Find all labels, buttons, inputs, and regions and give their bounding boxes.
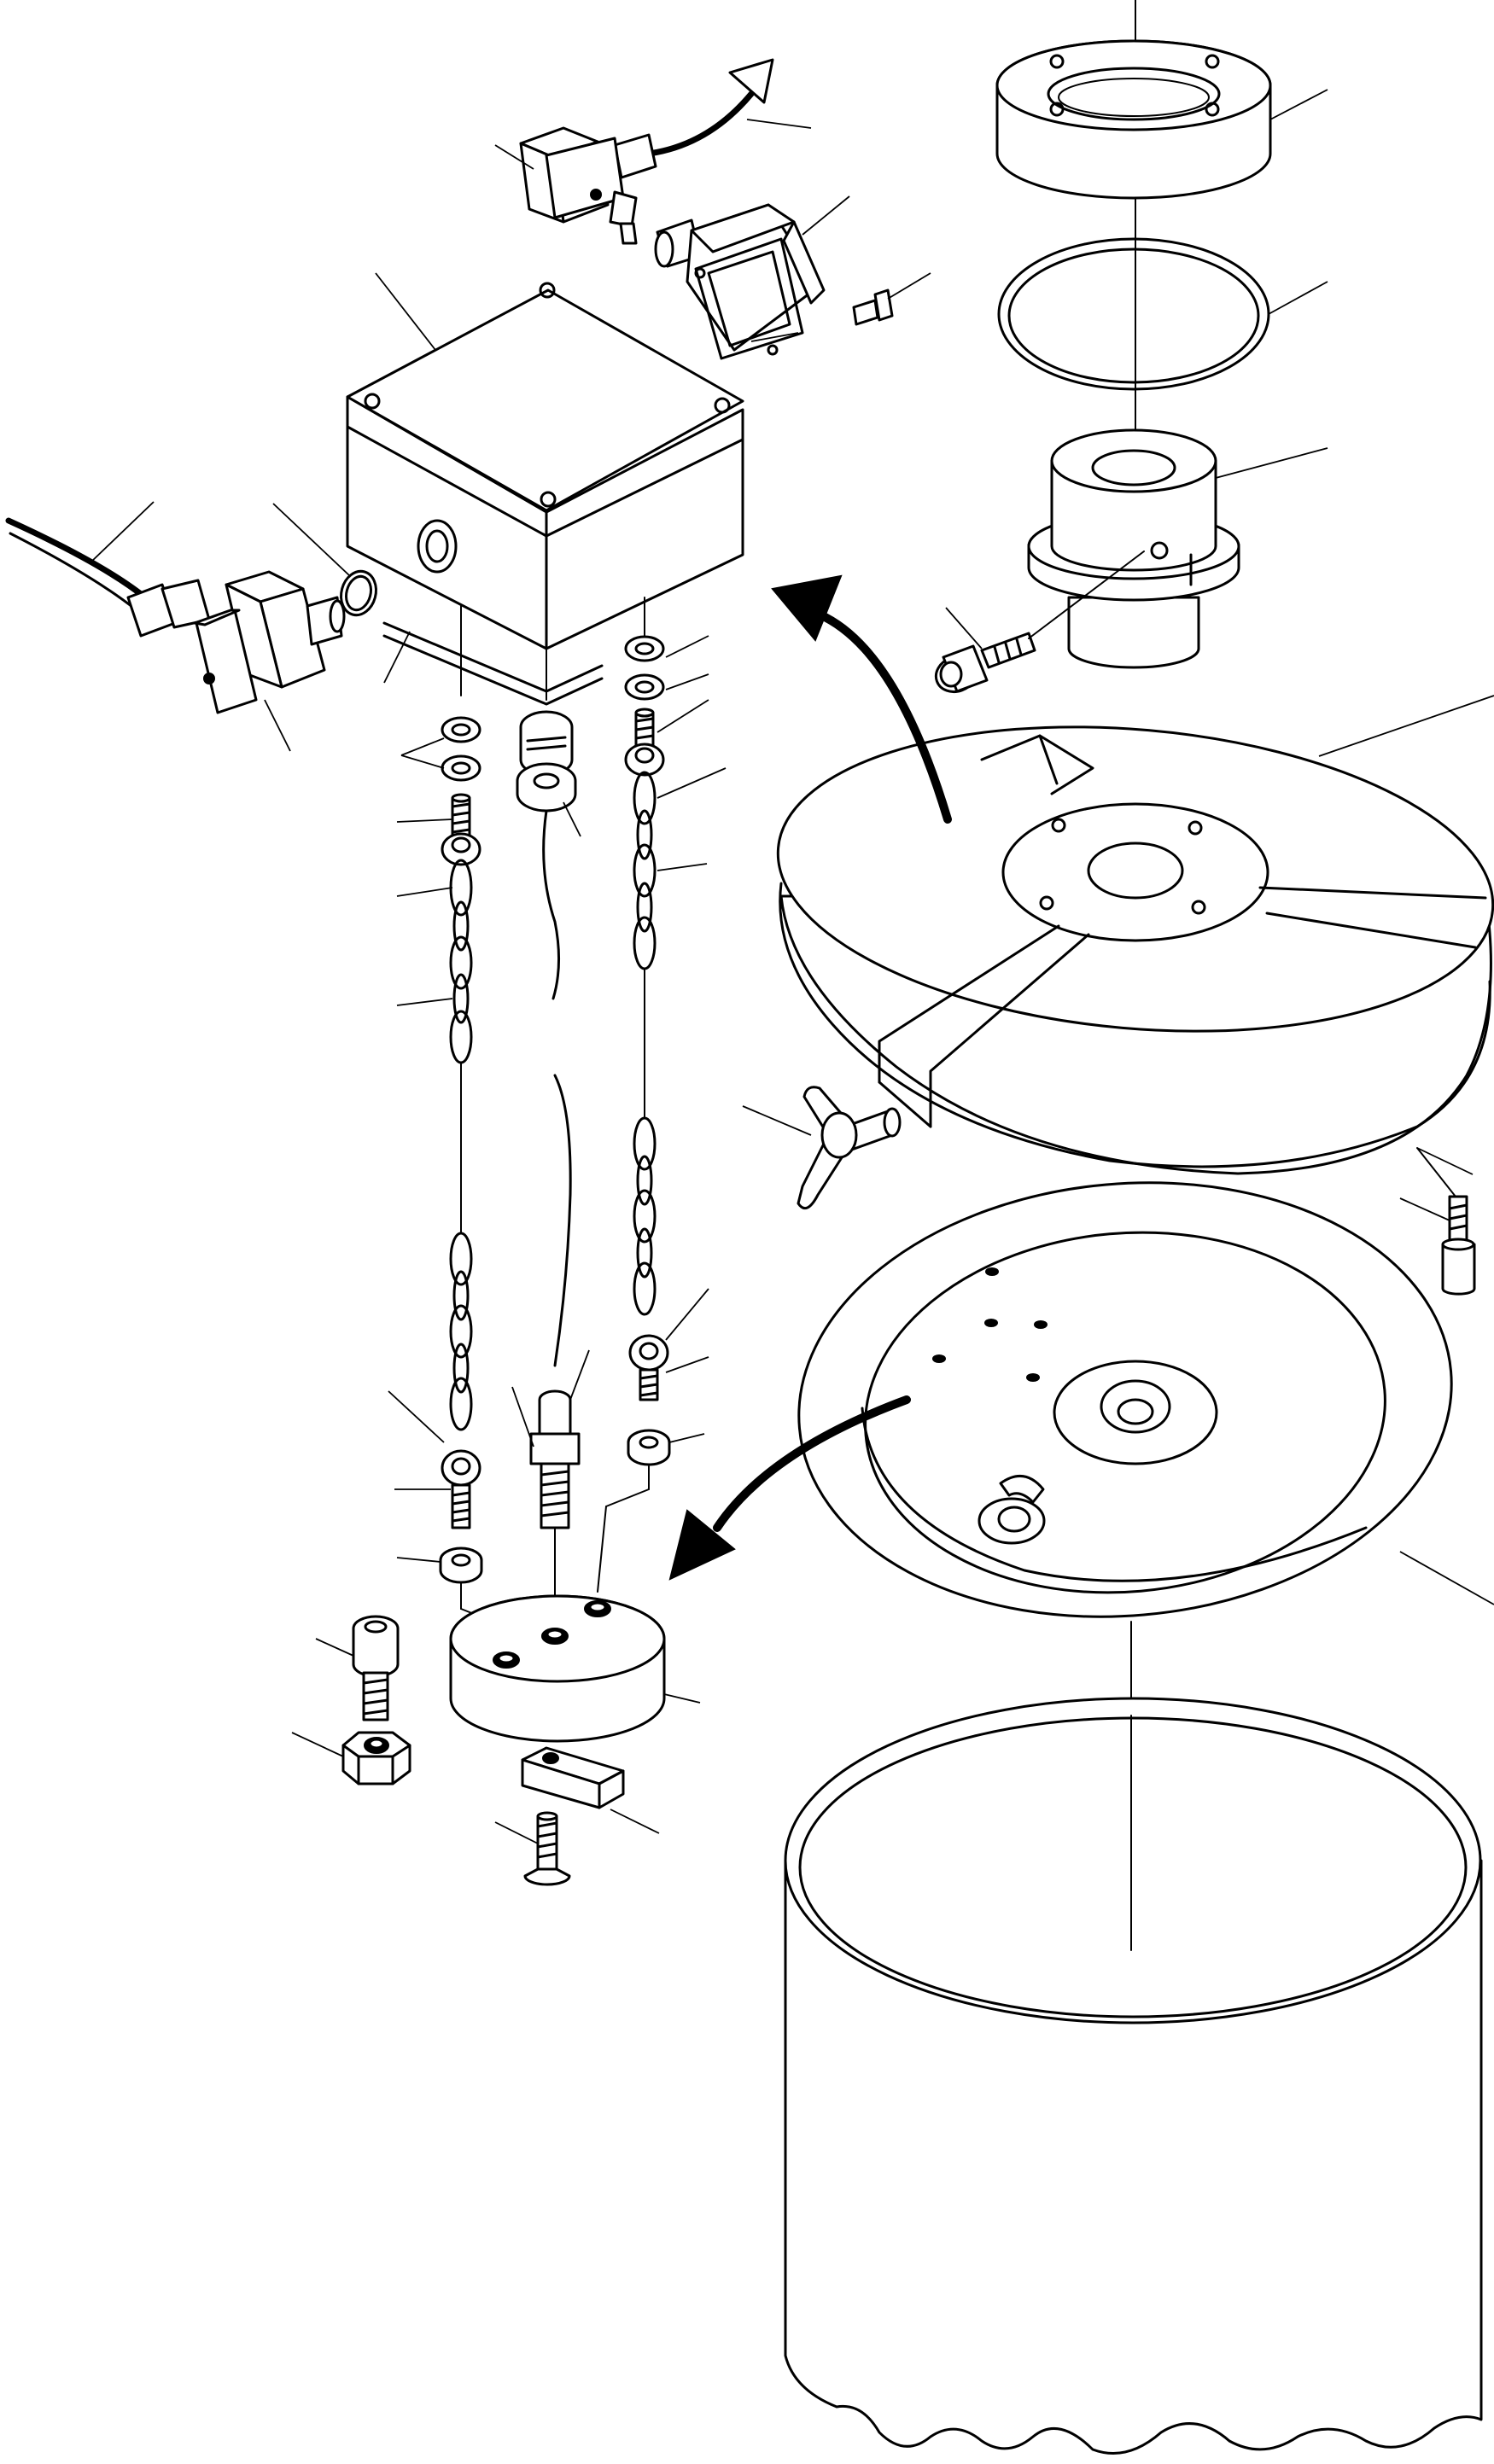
plug-connector [519,126,657,245]
nut-right-1 [624,635,665,662]
retaining-ring [995,39,1272,200]
small-o-ring [340,569,377,617]
leader-hex-nut [291,1732,344,1757]
cable-gland [516,710,577,813]
socket-head-screw-bottom [352,1615,400,1721]
threaded-stud-left-top [441,793,481,866]
leader-left-nut-washer [400,737,445,769]
chain-right [633,771,657,1316]
leader-cable-gland [563,801,581,837]
leader-lid [1318,695,1494,757]
left-cable [5,517,149,612]
countersunk-screw [523,1811,571,1886]
leader-socket-screw-bottom [315,1638,354,1657]
leader-right-eye-bolt [665,1288,709,1373]
leader-weight-block [663,1693,701,1704]
eye-bolt-left-bottom [441,1449,481,1529]
leader-wing-screw [742,1105,812,1136]
leader-right-bottom-nut [668,1433,705,1443]
level-switch [529,1389,581,1631]
leader-left-plug [264,699,291,752]
leader-right-nut-washer [665,635,709,690]
weight-block [449,1594,666,1743]
leader-socket-screw [945,607,983,649]
leader-left-stud [396,818,453,823]
leader-right-stud [657,699,709,733]
leader-gasket [383,631,411,684]
o-ring-seal [997,237,1270,391]
leader-bushing [1215,447,1328,479]
washer-right-1 [624,673,665,701]
signal-lamp [654,203,826,360]
leader-top-plug [494,144,534,170]
leader-countersunk-screw [494,1821,539,1844]
cable [645,58,774,157]
leader-left-bottom-nut [396,1557,441,1563]
threaded-stud-right-top [624,708,665,777]
leader-o-ring [272,503,351,577]
leader-lid-screw [1399,1147,1474,1221]
nut-right-bottom [597,1429,671,1593]
nut-left-1 [441,716,481,743]
leader-clamp-block [610,1809,660,1834]
junction-box [346,282,744,701]
probe-rod [542,809,572,1367]
leader-left-chain [396,887,453,1006]
clamp-block [521,1746,625,1809]
box-gasket [382,621,604,706]
lid-screw [1416,1147,1476,1296]
leader-right-chain [657,767,727,871]
hex-nut [341,1731,411,1785]
leader-level-switch [511,1349,590,1448]
leader-seal [1268,281,1328,315]
wing-screw [797,1086,902,1210]
leader-left-eye-bolt [388,1390,451,1490]
small-screw-top [852,272,931,326]
leader-junction-box [375,272,436,351]
washer-left-1 [441,754,481,782]
left-plug-connector [126,570,346,714]
leader-ring [1269,89,1328,120]
curved-arrow-up [771,574,952,824]
leader-signal-lamp [750,195,850,342]
leader-top-cable [746,119,812,129]
lid [776,725,1494,1175]
eye-bolt-right-bottom [628,1334,669,1401]
curved-arrow-down [668,1395,911,1581]
leader-float-plate [1399,1551,1494,1605]
float-plate [797,1181,1453,1618]
chain [449,859,473,1431]
flanged-bushing [1027,428,1240,669]
leader-left-cable [89,501,155,564]
socket-head-screw [934,550,1145,694]
nut-left-bottom [439,1547,505,1627]
reservoir-tank [784,1697,1483,2455]
